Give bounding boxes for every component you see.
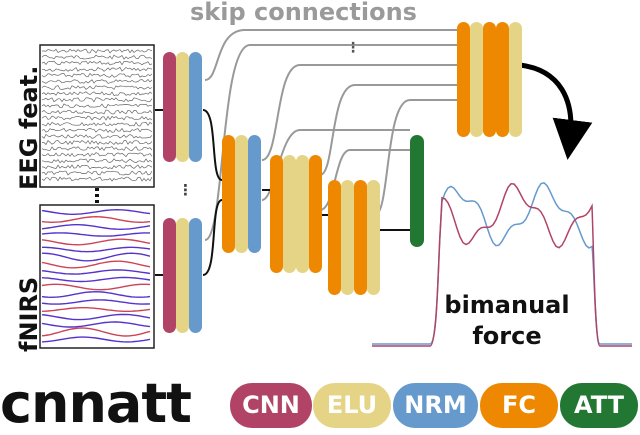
- skip-line-3: [261, 64, 460, 161]
- skip-line-2: [204, 44, 460, 241]
- fnirs-trace: [41, 238, 151, 246]
- fnirs-trace: [41, 224, 151, 231]
- skip-connections-label: skip connections: [190, 0, 417, 26]
- fnirs-trace: [41, 327, 151, 337]
- legend-nrm-label: NRM: [404, 391, 467, 419]
- skip-line-4: [319, 84, 460, 176]
- eeg-trace: [41, 91, 153, 97]
- eeg-trace: [42, 139, 153, 146]
- eeg-panel: [39, 44, 155, 188]
- fnirs-trace: [41, 215, 151, 224]
- eeg-trace: [41, 170, 153, 176]
- eeg-trace: [41, 146, 153, 152]
- block-ellipsis: ⋮: [178, 181, 193, 199]
- eeg-trace: [42, 66, 153, 72]
- fnirs-trace: [41, 208, 151, 215]
- output-label: bimanual force: [432, 290, 582, 352]
- eeg-trace: [41, 152, 153, 158]
- force-plot: [372, 181, 632, 347]
- eeg-trace: [41, 121, 153, 127]
- block-fc-2: [270, 155, 322, 273]
- output-label-line1: bimanual: [444, 291, 570, 319]
- eeg-trace: [41, 85, 153, 90]
- legend-att-label: ATT: [573, 391, 624, 419]
- fnirs-trace: [42, 246, 151, 253]
- fnirs-label: fNIRS: [15, 276, 43, 352]
- fnirs-trace: [41, 252, 151, 262]
- output-label-line2: force: [472, 322, 542, 350]
- eeg-trace: [41, 127, 153, 133]
- force-trace-b: [372, 183, 632, 347]
- fnirs-trace: [41, 290, 151, 299]
- eeg-trace: [41, 72, 153, 78]
- eeg-trace: [42, 48, 153, 54]
- skip-line-1: [204, 29, 460, 81]
- legend-att: ATT: [560, 383, 638, 428]
- fnirs-trace: [41, 283, 151, 291]
- eeg-trace: [41, 54, 153, 60]
- fnirs-panel: [39, 204, 155, 349]
- eeg-trace: [41, 158, 153, 164]
- fnirs-trace: [41, 232, 150, 237]
- flow-eeg-merge: [202, 109, 223, 181]
- block-output: [457, 22, 522, 137]
- legend-elu-label: ELU: [326, 391, 378, 419]
- fnirs-trace: [41, 276, 151, 283]
- block-fnirs: [163, 218, 202, 333]
- fnirs-trace: [41, 260, 151, 269]
- eeg-trace: [41, 133, 153, 139]
- eeg-trace: [41, 176, 153, 182]
- eeg-trace: [41, 115, 153, 121]
- fnirs-trace: [41, 299, 151, 305]
- flow-fnirs-merge: [202, 199, 223, 276]
- legend-nrm: NRM: [393, 383, 478, 428]
- model-name: cnnatt: [0, 372, 192, 435]
- eeg-trace: [41, 164, 153, 170]
- fnirs-trace: [41, 321, 151, 328]
- fnirs-trace: [41, 269, 151, 275]
- eeg-trace: [41, 109, 153, 115]
- block-att: [410, 135, 424, 247]
- eeg-label: EEG feat.: [15, 65, 43, 190]
- block-fc-3: [328, 180, 380, 295]
- skip-ellipsis: ⋮: [346, 40, 360, 56]
- eeg-trace: [41, 97, 153, 103]
- fnirs-trace: [41, 307, 151, 312]
- eeg-traces: [41, 48, 153, 182]
- block-eeg: [163, 52, 202, 162]
- flow-lines: [155, 109, 410, 276]
- legend-cnn: CNN: [230, 383, 312, 428]
- legend-fc-label: FC: [501, 391, 536, 419]
- fnirs-trace: [41, 336, 151, 343]
- block-fc-1: [222, 135, 261, 253]
- eeg-trace: [41, 60, 153, 66]
- legend-cnn-label: CNN: [242, 391, 300, 419]
- fnirs-traces: [41, 208, 151, 343]
- legend-elu: ELU: [313, 383, 391, 428]
- eeg-trace: [41, 78, 153, 84]
- skip-line-7: [319, 149, 410, 211]
- output-arrow: [519, 62, 593, 160]
- eeg-trace: [41, 103, 153, 109]
- fnirs-trace: [41, 313, 151, 321]
- legend-fc: FC: [480, 383, 558, 428]
